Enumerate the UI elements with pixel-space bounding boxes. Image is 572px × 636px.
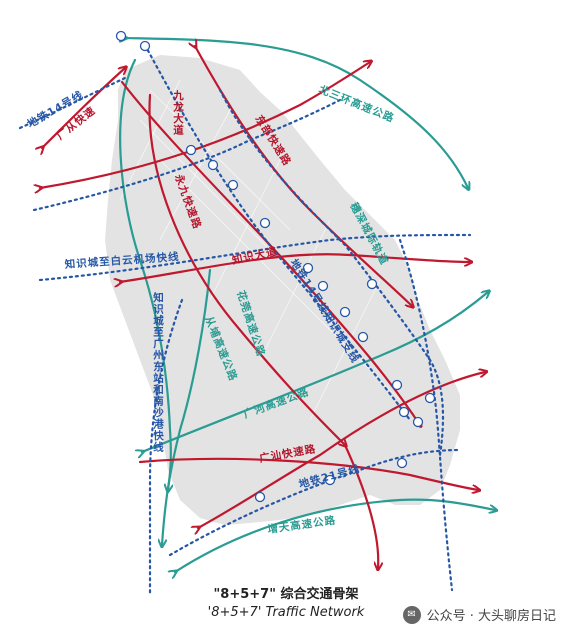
- lower-red-line: [138, 457, 478, 490]
- guangshan-expressway-line: [198, 372, 485, 528]
- label-jiulong: 九龙大道: [172, 89, 184, 136]
- baiyun-express-line: [38, 233, 472, 282]
- zhishi-avenue-line: [120, 253, 470, 282]
- metro14-upper-line: [18, 76, 127, 130]
- east-rail-line: [398, 238, 454, 592]
- label-beisanhuan: 北三环高速公路: [317, 83, 397, 125]
- map-caption-chinese: "8+5+7" 综合交通骨架: [213, 587, 359, 602]
- label-guangzhou-east: 知识城至广州东站和南沙港快线: [152, 291, 164, 453]
- station-markers: [115, 30, 436, 503]
- map-caption-english: '8+5+7' Traffic Network: [207, 605, 365, 620]
- metro14-branch-line: [143, 43, 412, 422]
- loop-expressway-line: [343, 443, 378, 568]
- wechat-icon: ✉: [402, 605, 421, 624]
- watermark: ✉ 公众号 · 大头聊房日记: [396, 603, 562, 626]
- guangzhou-east-line: [148, 298, 184, 597]
- watermark-text: 公众号 · 大头聊房日记: [426, 609, 556, 624]
- metro14-line: [32, 98, 342, 212]
- metro21-line: [168, 448, 462, 557]
- zhongtai-expressway-line: [40, 62, 370, 188]
